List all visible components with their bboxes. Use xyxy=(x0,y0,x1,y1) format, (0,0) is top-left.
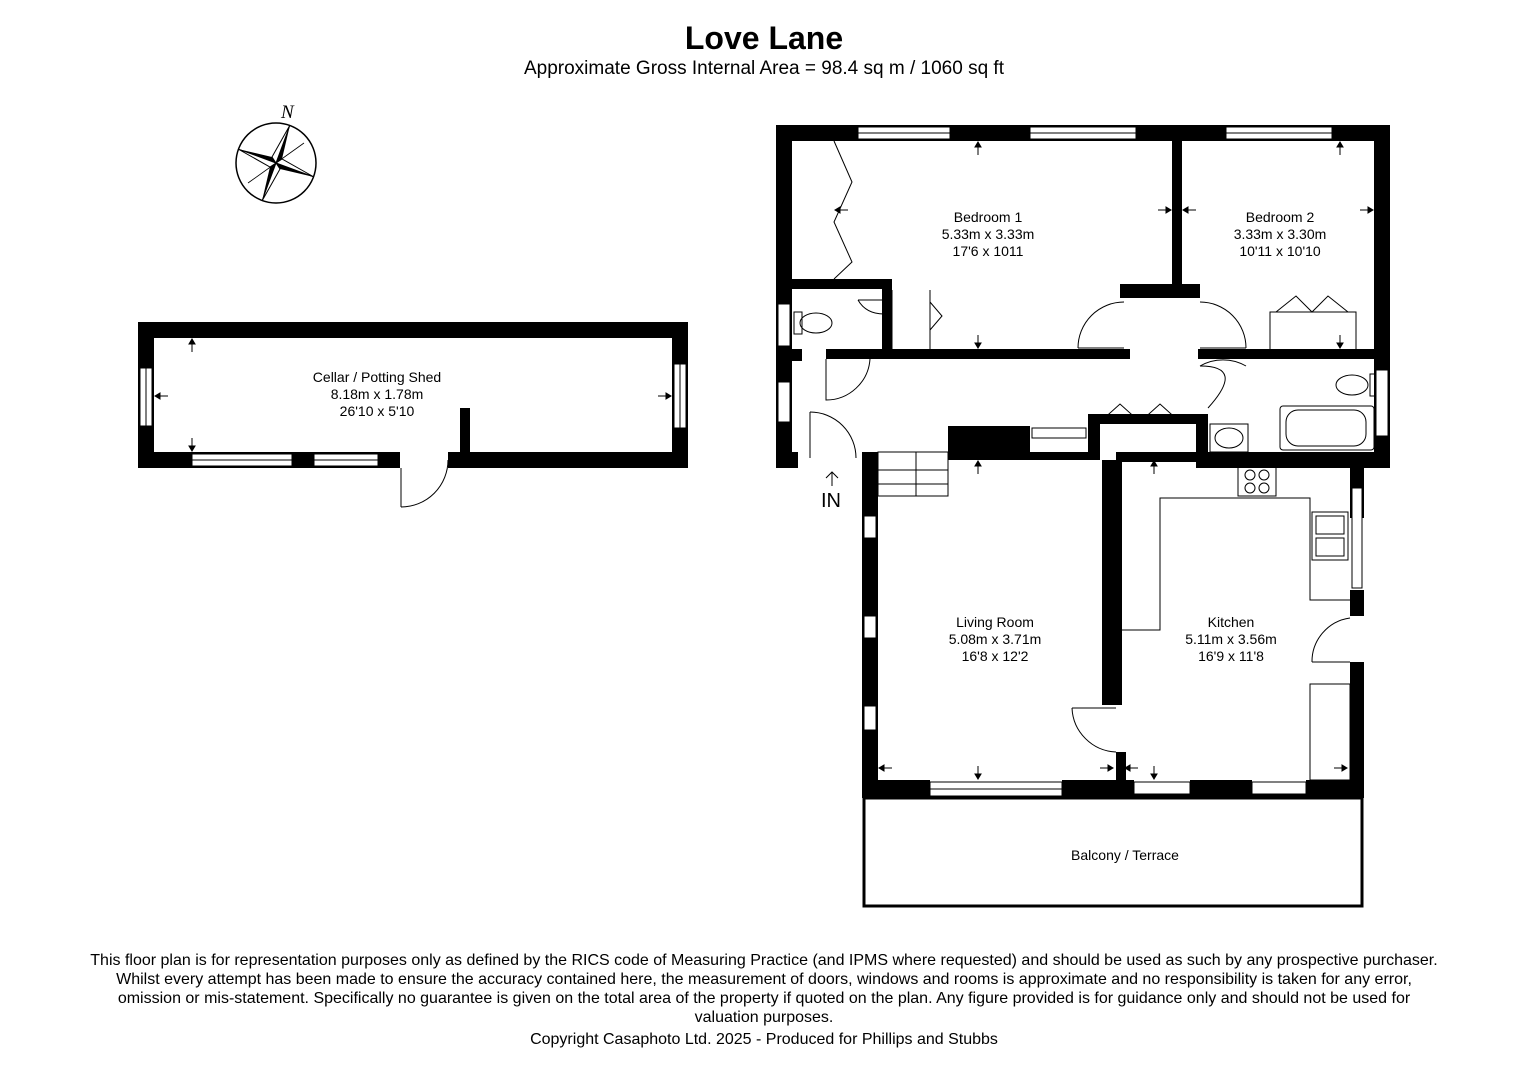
cellar-door xyxy=(400,459,449,508)
room-name: Living Room xyxy=(956,614,1034,630)
room-name: Kitchen xyxy=(1207,614,1255,630)
room-label-bedroom2: Bedroom 2 3.33m x 3.30m 10'11 x 10'10 xyxy=(1200,209,1360,260)
room-name: Cellar / Potting Shed xyxy=(312,369,442,385)
room-metric: 3.33m x 3.30m xyxy=(1233,226,1327,242)
room-metric: 5.08m x 3.71m xyxy=(948,631,1042,647)
room-imperial: 10'11 x 10'10 xyxy=(1239,243,1321,259)
room-label-bedroom1: Bedroom 1 5.33m x 3.33m 17'6 x 1011 xyxy=(908,209,1068,260)
copyright-text: Copyright Casaphoto Ltd. 2025 - Produced… xyxy=(530,1031,998,1048)
entrance-label: IN xyxy=(821,490,841,512)
disclaimer-text: This floor plan is for representation pu… xyxy=(90,952,1438,1026)
room-metric: 8.18m x 1.78m xyxy=(330,386,424,402)
house-dimension-arrows xyxy=(834,141,1374,780)
room-name: Bedroom 2 xyxy=(1245,209,1315,225)
cellar-windows xyxy=(139,363,687,467)
compass-rose-icon xyxy=(235,122,317,204)
plan-title: Love Lane xyxy=(684,20,844,56)
entrance-arrow-icon xyxy=(825,471,839,486)
house-windows xyxy=(777,126,1389,797)
room-label-kitchen: Kitchen 5.11m x 3.56m 16'9 x 11'8 xyxy=(1151,614,1311,665)
compass-north-label: N xyxy=(281,102,294,123)
room-name: Balcony / Terrace xyxy=(1071,847,1179,863)
room-imperial: 26'10 x 5'10 xyxy=(339,403,415,419)
room-metric: 5.11m x 3.56m xyxy=(1185,631,1277,647)
room-imperial: 16'9 x 11'8 xyxy=(1198,648,1264,664)
room-imperial: 16'8 x 12'2 xyxy=(961,648,1029,664)
room-label-living: Living Room 5.08m x 3.71m 16'8 x 12'2 xyxy=(915,614,1075,665)
room-metric: 5.33m x 3.33m xyxy=(941,226,1035,242)
room-label-balcony: Balcony / Terrace xyxy=(1045,847,1205,864)
room-label-cellar: Cellar / Potting Shed 8.18m x 1.78m 26'1… xyxy=(277,369,477,420)
gross-area-subtitle: Approximate Gross Internal Area = 98.4 s… xyxy=(523,58,1004,79)
room-name: Bedroom 1 xyxy=(953,209,1023,225)
cellar-dimension-arrows xyxy=(154,338,672,452)
balcony-outline xyxy=(862,796,1364,908)
house-doors xyxy=(793,140,1377,781)
room-imperial: 17'6 x 1011 xyxy=(952,243,1024,259)
